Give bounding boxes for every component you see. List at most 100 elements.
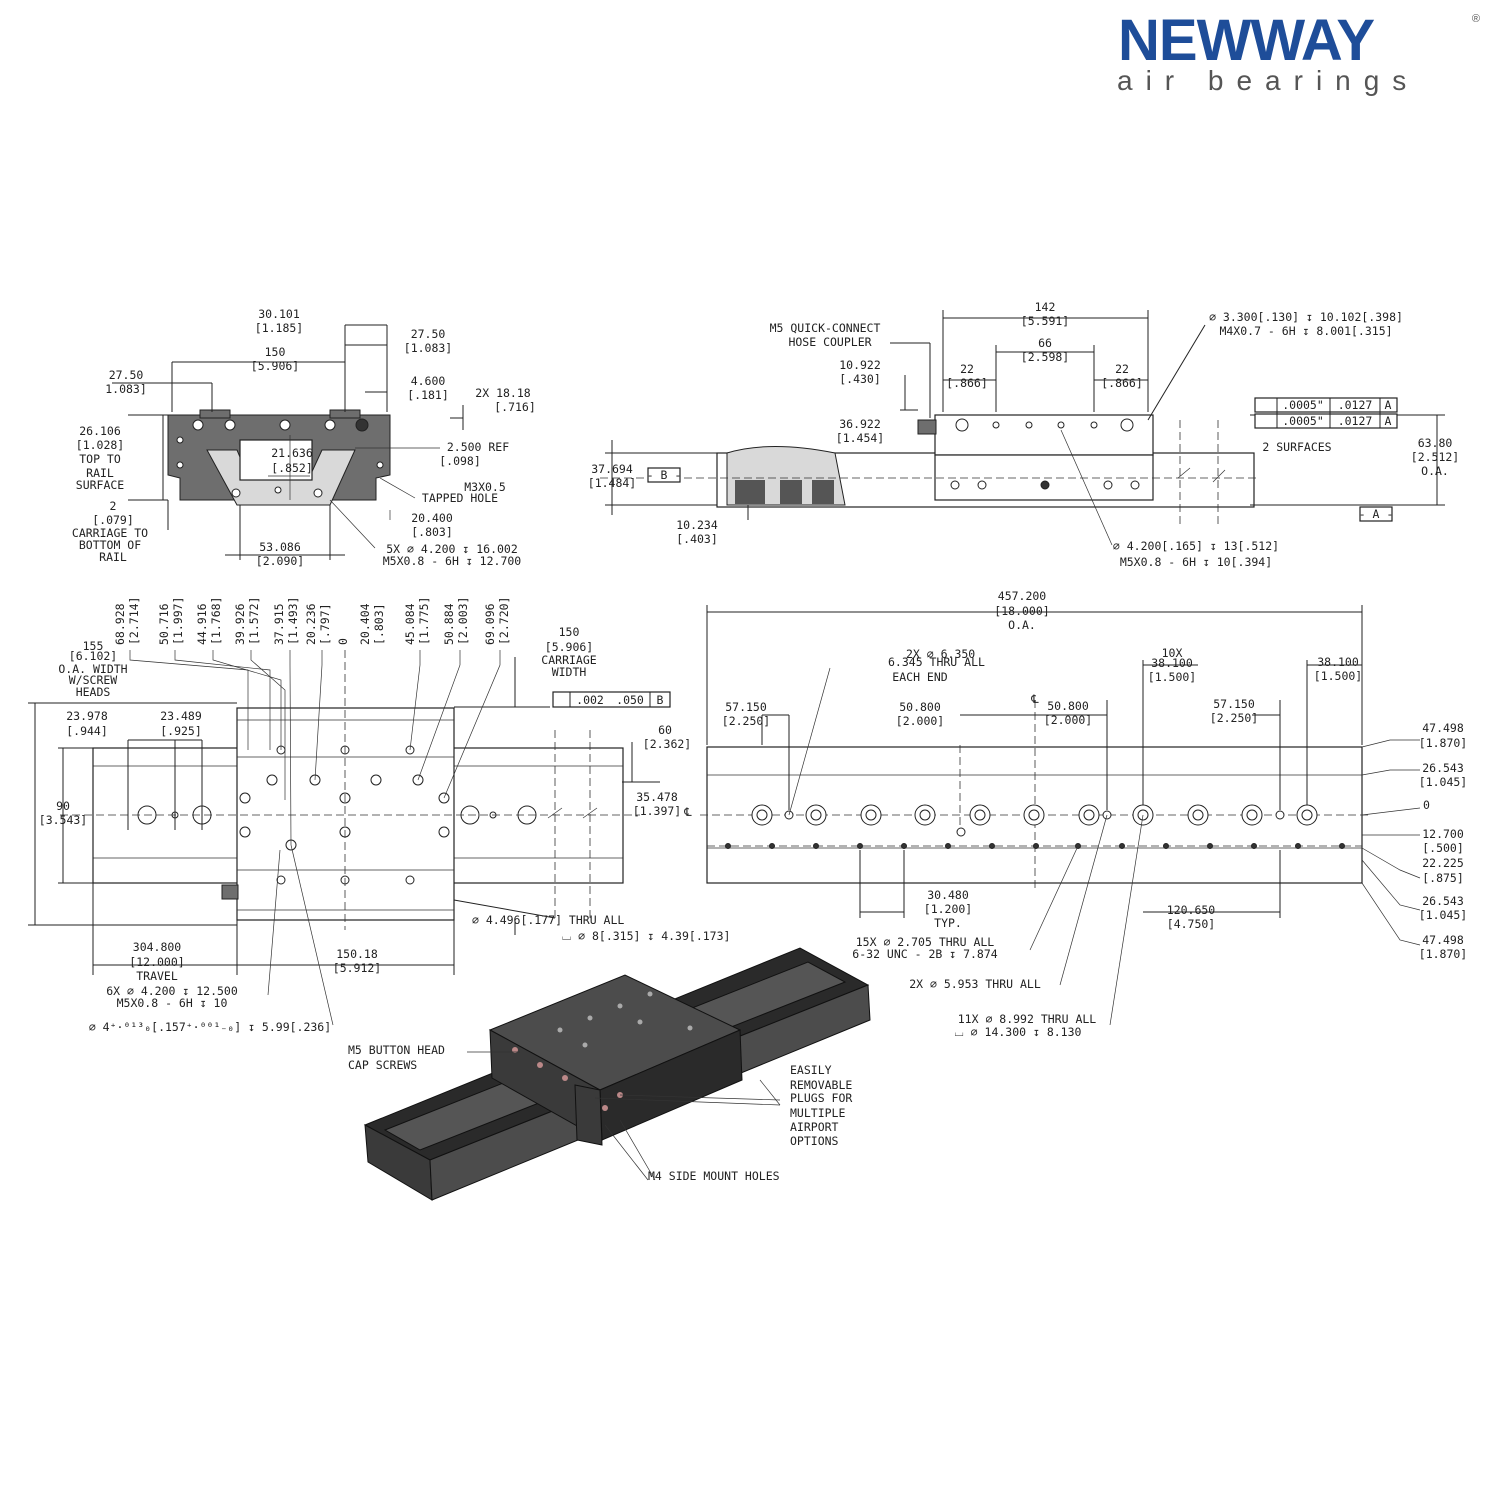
- dim-label: 38.100: [1317, 655, 1359, 669]
- dim-label: HOSE COUPLER: [788, 335, 871, 349]
- top-view-carriage: [236, 707, 455, 921]
- dim-label: 15X ⌀ 2.705 THRU ALL: [856, 935, 995, 949]
- dim-label: [2.090]: [256, 554, 304, 568]
- dim-label: [2.598]: [1021, 350, 1069, 364]
- end-view-lip: [199, 409, 231, 419]
- dim-label: 23.978: [66, 709, 108, 723]
- dim-label: [18.000]: [994, 604, 1049, 618]
- dim-label: [1.045]: [1419, 908, 1467, 922]
- dim-label: 20.400: [411, 511, 453, 525]
- isometric-view: M5 BUTTON HEAD CAP SCREWS EASILY REMOVAB…: [348, 947, 871, 1201]
- dim-label: ⌴ ⌀ 14.300 ↧ 8.130: [955, 1025, 1082, 1039]
- dim-label: [1.028]: [76, 438, 124, 452]
- dim-label: HEADS: [76, 685, 111, 699]
- dim-label: 57.150: [1213, 697, 1255, 711]
- logo-brand: NEWWAY: [1118, 8, 1374, 73]
- col-dim: 37.915: [272, 603, 286, 645]
- dim-label: [.866]: [946, 376, 988, 390]
- dim-label: [.875]: [1422, 871, 1464, 885]
- dim-label: 22: [1115, 362, 1129, 376]
- dim-label: [4.750]: [1167, 917, 1215, 931]
- rail-small-holes: [725, 843, 1345, 849]
- dim-label: [1.185]: [255, 321, 303, 335]
- dim-label: 23.489: [160, 709, 202, 723]
- col-dim: [.797]: [318, 603, 332, 645]
- fcf-label: A: [1385, 398, 1392, 412]
- logo-tagline: air bearings: [1117, 65, 1419, 96]
- dim-label: 150: [265, 345, 286, 359]
- col-dim: [1.997]: [171, 597, 185, 645]
- iso-note: EASILY: [790, 1063, 832, 1077]
- dim-label: 2 SURFACES: [1262, 440, 1331, 454]
- col-dim: [1.768]: [209, 597, 223, 645]
- dim-label: 155: [83, 639, 104, 653]
- hole: [231, 488, 241, 498]
- iso-note: REMOVABLE: [790, 1078, 852, 1092]
- hole: [274, 486, 282, 494]
- col-dim: [.803]: [372, 603, 386, 645]
- dim-label: [6.102]: [69, 649, 117, 663]
- dim-label: EACH END: [892, 670, 947, 684]
- col-dim: [1.493]: [286, 597, 300, 645]
- dim-label: 10.234: [676, 518, 718, 532]
- hole: [324, 419, 336, 431]
- dim-label: 30.101: [258, 307, 300, 321]
- dim-label: [1.484]: [588, 476, 636, 490]
- dim-label: [12.000]: [129, 955, 184, 969]
- dim-label: 47.498: [1422, 721, 1464, 735]
- dim-label: 0: [1423, 798, 1430, 812]
- dim-label: [2.000]: [896, 714, 944, 728]
- hole: [376, 461, 384, 469]
- dim-label: 37.694: [591, 462, 633, 476]
- fcf-label: .0005": [1282, 414, 1324, 428]
- iso-note: OPTIONS: [790, 1134, 839, 1148]
- col-dim: [2.003]: [456, 597, 470, 645]
- hole: [355, 418, 369, 432]
- dim-label: 142: [1035, 300, 1056, 314]
- dim-label: [1.083]: [404, 341, 452, 355]
- col-dim: 50.884: [442, 603, 456, 645]
- dim-label: 38.100: [1151, 656, 1193, 670]
- dim-label: 6.345 THRU ALL: [888, 655, 985, 669]
- dim-label: [5.906]: [545, 640, 593, 654]
- iso-note: PLUGS FOR: [790, 1091, 852, 1105]
- dim-label: 12.700: [1422, 827, 1464, 841]
- dim-label: ⌀ 4.496[.177] THRU ALL: [472, 913, 624, 927]
- dim-label: 457.200: [998, 589, 1047, 603]
- iso-note: M5 BUTTON HEAD: [348, 1043, 445, 1057]
- dim-label: 36.922: [839, 417, 881, 431]
- dim-label: 50.800: [899, 700, 941, 714]
- fcf-label: .0127: [1338, 398, 1373, 412]
- dim-label: CARRIAGE: [541, 653, 596, 667]
- iso-note: M4 SIDE MOUNT HOLES: [648, 1169, 780, 1183]
- hole: [279, 419, 291, 431]
- col-dim: 20.404: [358, 603, 372, 645]
- dim-label: 6-32 UNC - 2B ↧ 7.874: [852, 947, 997, 961]
- dim-label: 10X: [1162, 646, 1183, 660]
- dim-label: [1.397]: [633, 804, 681, 818]
- dim-label: [.852]: [271, 461, 313, 475]
- fcf-label: A: [1385, 414, 1392, 428]
- dim-label: 26.106: [79, 424, 121, 438]
- dim-label: 60: [658, 723, 672, 737]
- hole: [313, 488, 323, 498]
- dim-label: [2.250]: [1210, 711, 1258, 725]
- dim-label: [.925]: [160, 724, 202, 738]
- dim-label: [.098]: [439, 454, 481, 468]
- dim-label: [2.000]: [1044, 713, 1092, 727]
- dim-label: [.430]: [839, 372, 881, 386]
- dim-label: [1.045]: [1419, 775, 1467, 789]
- dim-label: O.A. WIDTH: [58, 662, 127, 676]
- dim-label: TRAVEL: [136, 969, 178, 983]
- hole: [224, 419, 236, 431]
- side-view-carriage-top: [934, 414, 1154, 456]
- dim-label: O.A.: [1008, 618, 1036, 632]
- dim-label: 120.650: [1167, 903, 1216, 917]
- dim-label: 2X ⌀ 6.350: [906, 647, 975, 661]
- dim-label: 4.600: [411, 374, 446, 388]
- top-view-column-dims: 68.928 [2.714] 50.716 [1.997] 44.916 [1.…: [113, 597, 511, 846]
- dim-label: 2X 18.18: [475, 386, 530, 400]
- side-view: 142 [5.591] 66 [2.598] 22 [.866] 22 [.86…: [588, 300, 1459, 569]
- dim-label: M5 QUICK-CONNECT: [770, 321, 881, 335]
